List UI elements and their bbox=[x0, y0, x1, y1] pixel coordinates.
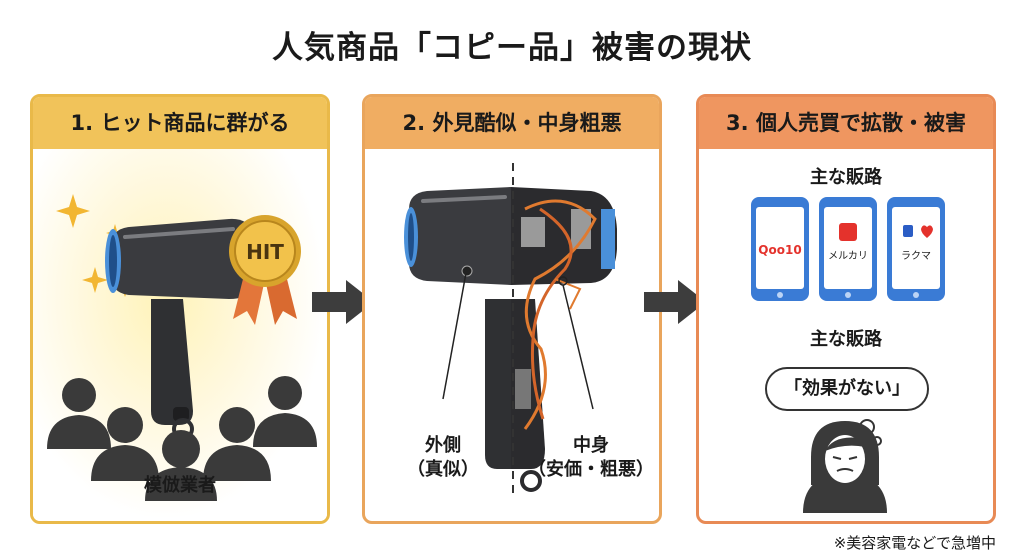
panel-hit-products: 1. ヒット商品に群がる bbox=[30, 94, 330, 524]
hair-dryer-icon bbox=[105, 218, 261, 440]
victim-illustration bbox=[803, 419, 887, 513]
hit-dryer-illustration: HIT bbox=[47, 194, 317, 501]
complaint-speech-bubble: 「効果がない」 bbox=[765, 367, 929, 411]
panel-header: 2. 外見酷似・中身粗悪 bbox=[365, 97, 659, 149]
exterior-caption: 外側 bbox=[425, 435, 461, 456]
mercari-label: メルカリ bbox=[828, 250, 868, 262]
panel-body: 主な販路 Qoo10 メルカリ ラクマ bbox=[699, 149, 993, 521]
rakuma-logo-icon bbox=[903, 225, 913, 237]
hit-badge-label: HIT bbox=[246, 240, 284, 264]
mercari-logo-icon bbox=[839, 223, 857, 241]
panel-body: HIT 模倣業者 bbox=[33, 149, 327, 521]
imitator-caption: 模倣業者 bbox=[144, 475, 216, 496]
panel-header: 3. 個人売買で拡散・被害 bbox=[699, 97, 993, 149]
sales-channel-label: 主な販路 bbox=[810, 167, 882, 188]
phone-icon bbox=[751, 197, 809, 301]
phone-icon bbox=[887, 197, 945, 301]
interior-subcaption: （安価・粗悪） bbox=[528, 459, 654, 480]
page-title: 人気商品「コピー品」被害の現状 bbox=[272, 30, 752, 66]
panel-resale-damage: 3. 個人売買で拡散・被害 主な販路 Qoo10 メ bbox=[696, 94, 996, 524]
marketplace-phones: Qoo10 メルカリ ラクマ bbox=[751, 197, 945, 301]
dryer-exterior-icon bbox=[404, 187, 511, 469]
panel-header: 1. ヒット商品に群がる bbox=[33, 97, 327, 149]
frustrated-woman-icon bbox=[803, 421, 887, 513]
hit-badge-icon bbox=[229, 215, 301, 325]
footnote: ※美容家電などで急増中 bbox=[833, 534, 996, 552]
dryer-interior-icon bbox=[511, 187, 617, 492]
dryer-cutaway-illustration bbox=[404, 163, 617, 499]
rakuma-label: ラクマ bbox=[901, 250, 931, 262]
sales-channel-label-bottom: 主な販路 bbox=[810, 329, 882, 350]
exterior-subcaption: （真似） bbox=[407, 459, 479, 480]
panel-body: 外側 （真似） 中身 （安価・粗悪） bbox=[365, 149, 659, 521]
right-arrow-icon bbox=[312, 280, 374, 324]
interior-caption: 中身 bbox=[573, 435, 609, 456]
imitator-crowd-icon bbox=[47, 376, 317, 501]
phone-icon bbox=[819, 197, 877, 301]
right-arrow-icon bbox=[644, 280, 706, 324]
panel-counterfeit-quality: 2. 外見酷似・中身粗悪 bbox=[362, 94, 662, 524]
qoo10-label: Qoo10 bbox=[758, 243, 801, 257]
